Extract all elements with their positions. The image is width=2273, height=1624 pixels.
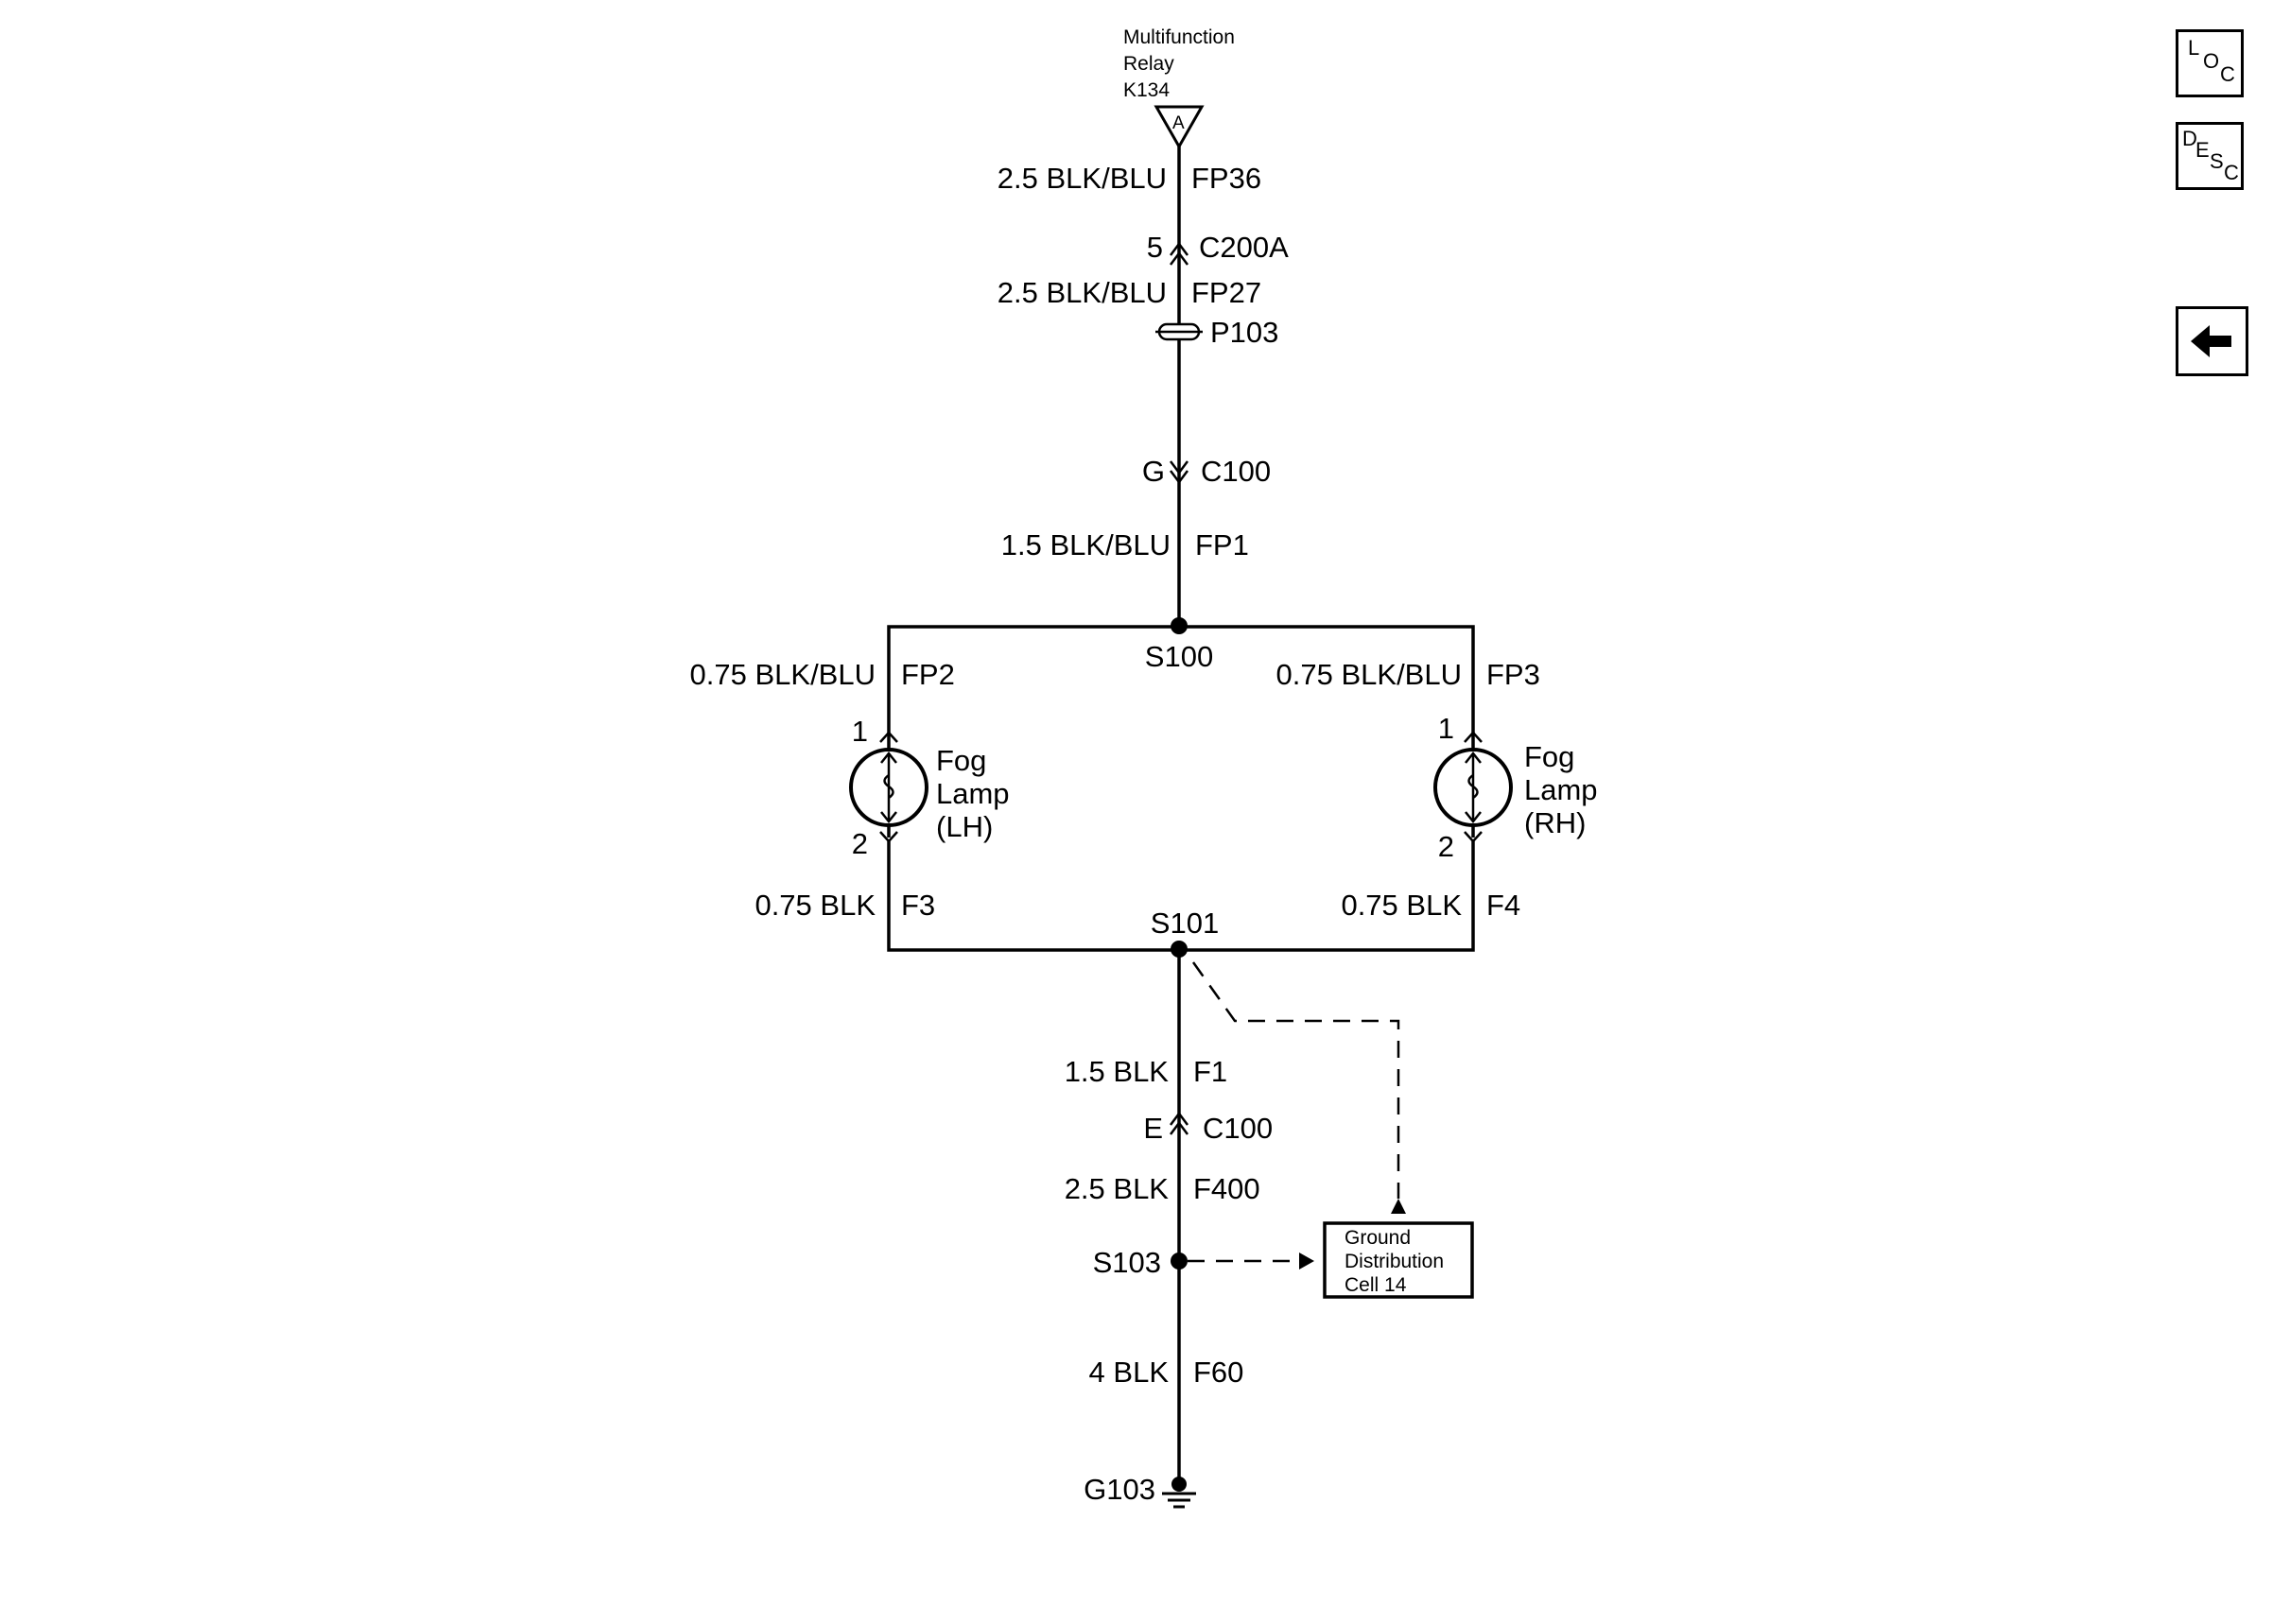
relay-name-line3: K134	[1123, 79, 1170, 101]
splice-s101-label: S101	[1151, 907, 1219, 940]
desc-letter-c: C	[2224, 161, 2239, 184]
fog-lamp-rh	[1433, 731, 1513, 843]
desc-button[interactable]: D E S C	[2176, 122, 2244, 190]
splice-s103-label: S103	[1093, 1246, 1161, 1279]
back-button[interactable]	[2176, 306, 2248, 376]
wire-f400-size: 2.5 BLK	[1065, 1172, 1170, 1205]
pass-through-p103-name: P103	[1210, 316, 1278, 349]
wire-fp36-circuit: FP36	[1191, 162, 1261, 195]
connector-c100-top-name: C100	[1201, 455, 1271, 488]
dashed-ref-arrow-right	[1299, 1253, 1314, 1270]
wire-fp3-size: 0.75 BLK/BLU	[1276, 658, 1462, 691]
left-arrow-icon	[2191, 325, 2231, 357]
pass-through-p103-symbol	[1155, 322, 1203, 341]
ground-g103-label: G103	[1084, 1473, 1155, 1506]
wire-fp1-circuit: FP1	[1195, 528, 1249, 561]
relay-pin-label: A	[1172, 113, 1185, 133]
wire-fp36-size: 2.5 BLK/BLU	[998, 162, 1167, 195]
desc-letter-d: D	[2182, 127, 2197, 150]
lamp-rh-name-line1: Fog	[1524, 740, 1574, 773]
splice-s103-dot	[1171, 1253, 1188, 1270]
connector-c100-top-symbol	[1170, 460, 1189, 485]
multifunction-relay: Multifunction Relay K134 A	[1123, 26, 1235, 150]
lamp-lh-name-line1: Fog	[936, 744, 986, 777]
ground-box-line1: Ground	[1345, 1227, 1411, 1249]
wire-f60-size: 4 BLK	[1089, 1356, 1170, 1389]
wire-f60-circuit: F60	[1193, 1356, 1243, 1389]
connector-c200a-pin: 5	[1147, 231, 1163, 264]
ground-distribution-link[interactable]: Ground Distribution Cell 14	[1323, 1221, 1474, 1299]
lamp-rh-name-line2: Lamp	[1524, 773, 1598, 806]
connector-c100-bottom-name: C100	[1203, 1112, 1273, 1145]
dashed-ref-arrow-up	[1391, 1199, 1406, 1214]
desc-letter-e: E	[2195, 138, 2210, 162]
wire-f1-circuit: F1	[1193, 1055, 1227, 1088]
lamp-lh-name-line3: (LH)	[936, 810, 993, 843]
fog-lamp-lh	[849, 731, 928, 843]
wire-fp3-circuit: FP3	[1486, 658, 1540, 691]
loc-letter-c: C	[2220, 62, 2235, 86]
desc-letter-s: S	[2210, 149, 2224, 173]
ground-distribution-box[interactable]	[1323, 1221, 1474, 1299]
ground-symbol	[1162, 1477, 1196, 1509]
lamp-lh-name-line2: Lamp	[936, 777, 1010, 810]
splice-s100-label: S100	[1145, 640, 1213, 673]
lamp-lh-pin-2: 2	[852, 827, 868, 860]
wire-fp27-size: 2.5 BLK/BLU	[998, 276, 1167, 309]
lamp-rh-name-line3: (RH)	[1524, 806, 1586, 839]
wire-f3-size: 0.75 BLK	[755, 889, 876, 922]
relay-name-line2: Relay	[1123, 53, 1174, 75]
connector-c200a-name: C200A	[1199, 231, 1289, 264]
wire-f4-circuit: F4	[1486, 889, 1520, 922]
relay-pin-triangle	[1154, 105, 1205, 150]
ground-box-line3: Cell 14	[1345, 1274, 1407, 1296]
splice-s100-dot	[1171, 617, 1188, 634]
wire-f4-size: 0.75 BLK	[1341, 889, 1462, 922]
connector-c200a-symbol	[1170, 241, 1189, 266]
lamp-rh-pin-2: 2	[1438, 830, 1454, 863]
connector-c100-bottom-pin: E	[1143, 1112, 1163, 1145]
loc-button[interactable]: L O C	[2176, 29, 2244, 97]
connector-c100-bottom-symbol	[1170, 1111, 1189, 1135]
lamp-rh-pin-1: 1	[1438, 712, 1454, 745]
lamp-lh-pin-1: 1	[852, 715, 868, 748]
ground-box-line2: Distribution	[1345, 1251, 1444, 1272]
wire-f3-circuit: F3	[901, 889, 935, 922]
loc-letter-o: O	[2203, 49, 2220, 73]
dashed-ref-line-s101	[1191, 961, 1400, 1199]
loc-letter-l: L	[2188, 36, 2200, 60]
wire-fp2-circuit: FP2	[901, 658, 955, 691]
connector-c100-top-pin: G	[1142, 455, 1165, 488]
wire-fp1-size: 1.5 BLK/BLU	[1001, 528, 1171, 561]
wire-f400-circuit: F400	[1193, 1172, 1260, 1205]
wire-f1-size: 1.5 BLK	[1065, 1055, 1170, 1088]
relay-name-line1: Multifunction	[1123, 26, 1235, 48]
wire-fp27-circuit: FP27	[1191, 276, 1261, 309]
wire-fp2-size: 0.75 BLK/BLU	[690, 658, 876, 691]
